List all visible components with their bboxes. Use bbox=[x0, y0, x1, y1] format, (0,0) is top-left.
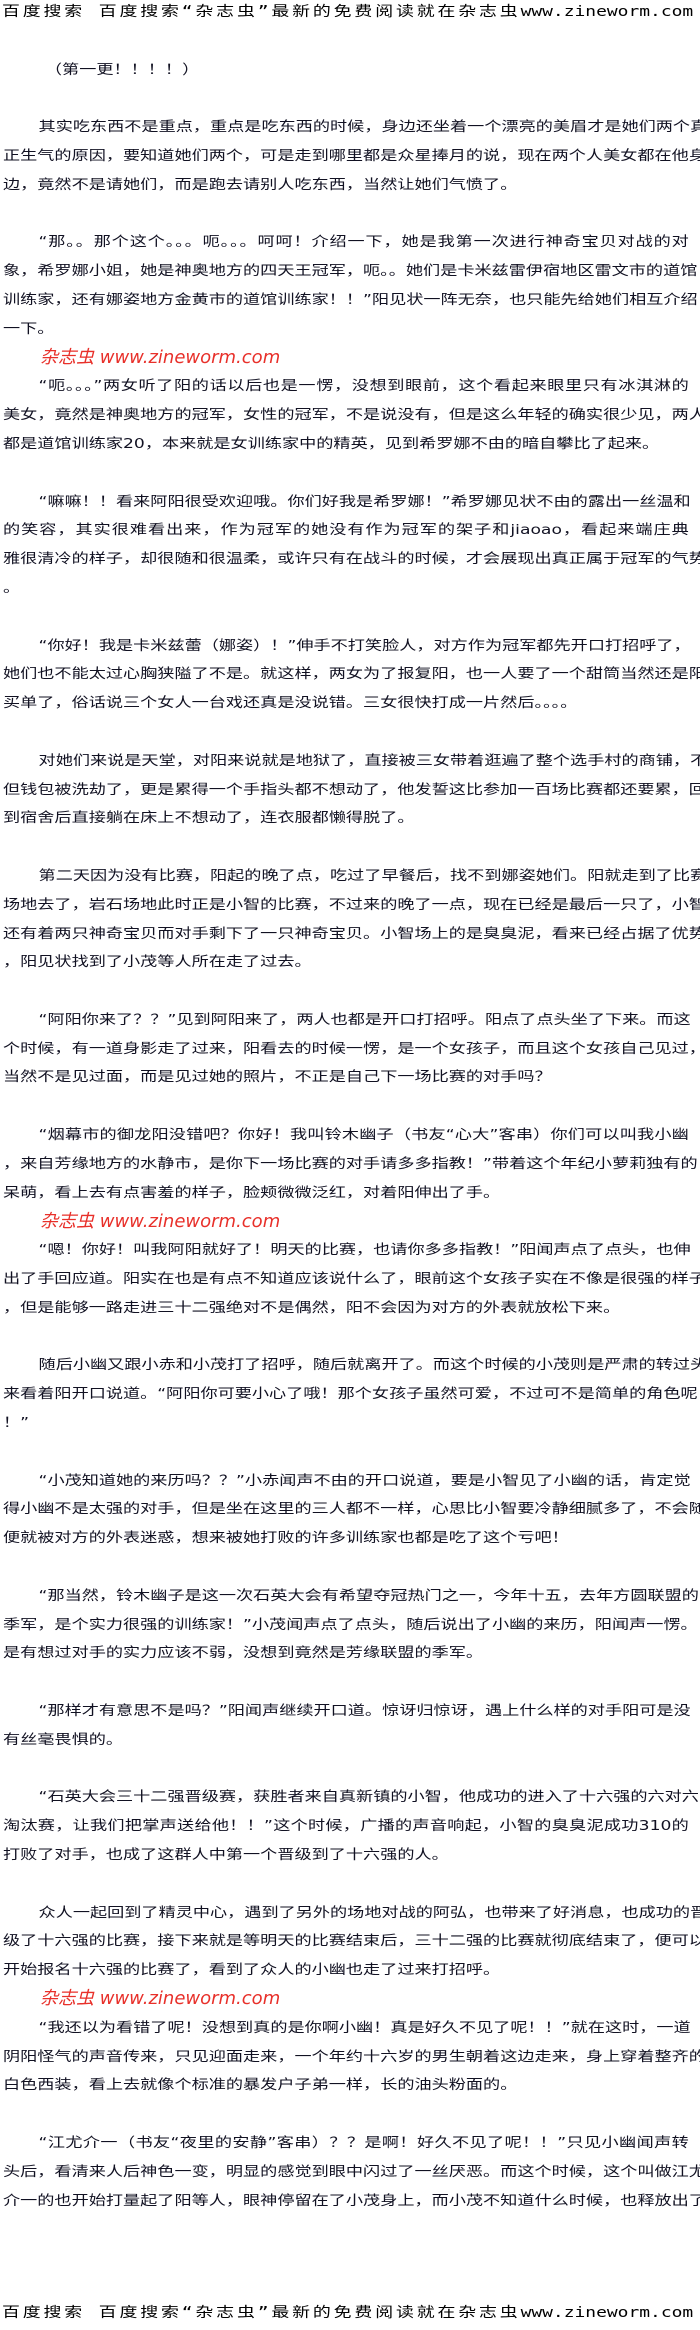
text-line: “你好！我是卡米兹蕾（娜姿）！”伸手不打笑脸人，对方作为冠军都先开口打招呼了， bbox=[38, 637, 691, 654]
text-line: 头后，看清来人后神色一变，明显的感觉到眼中闪过了一丝厌恶。而这个时候，这个叫做江… bbox=[3, 2163, 700, 2180]
text-line: “那当然，铃木幽子是这一次石英大会有希望夺冠热门之一，今年十五，去年方圆联盟的 bbox=[38, 1587, 699, 1604]
bottom-banner: 百度搜索 百度搜索“杂志虫”最新的免费阅读就在杂志虫www.zineworm.c… bbox=[2, 2305, 694, 2321]
text-line: ，但是能够一路走进三十二强绝对不是偶然，阳不会因为对方的外表就放松下来。 bbox=[3, 1299, 621, 1316]
text-line: 场地去了，岩石场地此时正是小智的比赛，不过来的晚了一点，现在已经是最后一只了，小… bbox=[3, 896, 700, 913]
paragraph: “你好！我是卡米兹蕾（娜姿）！”伸手不打笑脸人，对方作为冠军都先开口打招呼了， 她… bbox=[3, 632, 700, 718]
paragraph: “呃。。。”两女听了阳的话以后也是一愣，没想到眼前，这个看起来眼里只有冰淇淋的美… bbox=[3, 372, 700, 458]
text-line: 当然不是见过面，而是见过她的照片，不正是自己下一场比赛的对手吗？ bbox=[3, 1069, 552, 1086]
text-line: 训练家，还有娜姿地方金黄市的道馆训练家！！”阳见状一阵无奈，也只能先给她们相互介… bbox=[3, 291, 698, 308]
paragraph: “烟幕市的御龙阳没错吧？你好！我叫铃木幽子（书友“心大”客串）你们可以叫我小幽 ，… bbox=[3, 1121, 698, 1207]
paragraph: “石英大会三十二强晋级赛，获胜者来自真新镇的小智，他成功的进入了十六强的六对六淘… bbox=[3, 1783, 699, 1869]
text-line: “那。。那个这个。。。呃。。。呵呵！介绍一下，她是我第一次进行神奇宝贝对战的对 bbox=[38, 234, 689, 251]
paragraph: “嗯！你好！叫我阿阳就好了！明天的比赛，也请你多多指教！”阳闻声点了点头，也伸出… bbox=[3, 1236, 700, 1322]
text-line: “我还以为看错了呢！没想到真的是你啊小幽！真是好久不见了呢！！”就在这时，一道 bbox=[38, 2019, 691, 2036]
chapter-content: （第一更！！！！） 其实吃东西不是重点，重点是吃东西的时候，身边还坐着一个漂亮的美… bbox=[3, 56, 700, 2245]
paragraph: 众人一起回到了精灵中心，遇到了另外的场地对战的阿弘，也带来了好消息，也成功的晋级… bbox=[3, 1899, 700, 1985]
paragraph: 第二天因为没有比赛，阳起的晚了点，吃过了早餐后，找不到娜姿她们。阳就走到了比赛场… bbox=[3, 862, 700, 977]
paragraph: “阿阳你来了？？”见到阿阳来了，两人也都是开口打招呼。阳点了点头坐了下来。而这个… bbox=[3, 1006, 700, 1092]
paragraph: “我还以为看错了呢！没想到真的是你啊小幽！真是好久不见了呢！！”就在这时，一道阴… bbox=[3, 2014, 700, 2100]
text-line: 对她们来说是天堂，对阳来说就是地狱了，直接被三女带着逛遍了整个选手村的商铺，不 bbox=[38, 752, 700, 769]
text-line: 她们也不能太过心胸狭隘了不是。就这样，两女为了报复阳，也一人要了一个甜筒当然还是… bbox=[3, 666, 700, 683]
text-line: 有丝毫畏惧的。 bbox=[3, 1731, 124, 1748]
text-line: 来看着阳开口说道。“阿阳你可要小心了哦！那个女孩子虽然可爱，不过可不是简单的角色… bbox=[3, 1386, 698, 1403]
text-line: “小茂知道她的来历吗？？”小赤闻声不由的开口说道，要是小智见了小幽的话，肯定觉 bbox=[38, 1472, 691, 1489]
text-line: 淘汰赛，让我们把掌声送给他！！”这个时候，广播的声音响起，小智的臭臭泥成功310… bbox=[3, 1818, 689, 1835]
paragraph: “小茂知道她的来历吗？？”小赤闻声不由的开口说道，要是小智见了小幽的话，肯定觉得… bbox=[3, 1467, 700, 1553]
top-banner: 百度搜索 百度搜索“杂志虫”最新的免费阅读就在杂志虫www.zineworm.c… bbox=[2, 4, 694, 20]
paragraph: “嘛嘛！！看来阿阳很受欢迎哦。你们好我是希罗娜！”希罗娜见状不由的露出一丝温和的… bbox=[3, 488, 700, 603]
text-line: 买单了，俗话说三个女人一台戏还真是没说错。三女很快打成一片然后。。。。 bbox=[3, 695, 578, 712]
text-line: 众人一起回到了精灵中心，遇到了另外的场地对战的阿弘，也带来了好消息，也成功的晋 bbox=[38, 1904, 700, 1921]
text-line: 白色西装，看上去就像个标准的暴发户子弟一样，长的油头粉面的。 bbox=[3, 2077, 518, 2094]
text-line: 第二天因为没有比赛，阳起的晚了点，吃过了早餐后，找不到娜姿她们。阳就走到了比赛 bbox=[38, 867, 700, 884]
text-line: 边，竟然不是请她们，而是跑去请别人吃东西，当然让她们气愤了。 bbox=[3, 176, 518, 193]
text-line: （第一更！！！！） bbox=[44, 61, 200, 78]
text-line: 到宿舍后直接躺在床上不想动了，连衣服都懒得脱了。 bbox=[3, 810, 415, 827]
text-line: 雅很清冷的样子，却很随和很温柔，或许只有在战斗的时候，才会展现出真正属于冠军的气… bbox=[3, 551, 700, 568]
text-line: “嗯！你好！叫我阿阳就好了！明天的比赛，也请你多多指教！”阳闻声点了点头，也伸 bbox=[38, 1242, 691, 1259]
text-line: “江尤介一（书友“夜里的安静”客串）？？是啊！好久不见了呢！！”只见小幽闻声转 bbox=[38, 2134, 689, 2151]
text-line: 是有想过对手的实力应该不弱，没想到竟然是芳缘联盟的季军。 bbox=[3, 1645, 484, 1662]
paragraph: “江尤介一（书友“夜里的安静”客串）？？是啊！好久不见了呢！！”只见小幽闻声转头… bbox=[3, 2129, 700, 2215]
text-line: “阿阳你来了？？”见到阿阳来了，两人也都是开口打招呼。阳点了点头坐了下来。而这 bbox=[38, 1011, 691, 1028]
text-line: ，来自芳缘地方的水静市，是你下一场比赛的对手请多多指教！”带着这个年纪小萝莉独有… bbox=[3, 1155, 698, 1172]
chapter-note: （第一更！！！！） bbox=[3, 56, 689, 85]
text-line: 都是道馆训练家20，本来就是女训练家中的精英，见到希罗娜不由的暗自攀比了起来。 bbox=[3, 435, 660, 452]
text-line: 一下。 bbox=[3, 320, 55, 337]
text-line: 介一的也开始打量起了阳等人，眼神停留在了小茂身上，而小茂不知道什么时候，也释放出… bbox=[3, 2192, 700, 2209]
text-line: ！” bbox=[3, 1415, 30, 1432]
text-line: “石英大会三十二强晋级赛，获胜者来自真新镇的小智，他成功的进入了十六强的六对六 bbox=[38, 1789, 699, 1806]
text-line: “嘛嘛！！看来阿阳很受欢迎哦。你们好我是希罗娜！”希罗娜见状不由的露出一丝温和 bbox=[38, 493, 691, 510]
text-line: 呆萌，看上去有点害羞的样子，脸颊微微泛红，对着阳伸出了手。 bbox=[3, 1184, 501, 1201]
text-line: 个时候，有一道身影走了过来，阳看去的时候一愣，是一个女孩子，而且这个女孩自己见过… bbox=[3, 1040, 700, 1057]
text-line: 但钱包被洗劫了，更是累得一个手指头都不想动了，他发誓这比参加一百场比赛都还要累，… bbox=[3, 781, 700, 798]
text-line: 其实吃东西不是重点，重点是吃东西的时候，身边还坐着一个漂亮的美眉才是她们两个真 bbox=[38, 119, 700, 136]
text-line: 得小幽不是太强的对手，但是坐在这里的三人都不一样，心思比小智要冷静细腻多了，不会… bbox=[3, 1501, 700, 1518]
text-line: 级了十六强的比赛，接下来就是等明天的比赛结束后，三十二强的比赛就彻底结束了，便可… bbox=[3, 1933, 700, 1950]
text-line: 象，希罗娜小姐，她是神奥地方的四天王冠军，呃。。她们是卡米兹雷伊宿地区雷文市的道… bbox=[3, 263, 698, 280]
paragraph: 对她们来说是天堂，对阳来说就是地狱了，直接被三女带着逛遍了整个选手村的商铺，不但… bbox=[3, 747, 700, 833]
text-line: 随后小幽又跟小赤和小茂打了招呼，随后就离开了。而这个时候的小茂则是严肃的转过头 bbox=[38, 1357, 700, 1374]
paragraph: 其实吃东西不是重点，重点是吃东西的时候，身边还坐着一个漂亮的美眉才是她们两个真正… bbox=[3, 113, 700, 199]
text-line: 还有着两只神奇宝贝而对手剩下了一只神奇宝贝。小智场上的是臭臭泥，看来已经占据了优… bbox=[3, 925, 700, 942]
paragraph: “那当然，铃木幽子是这一次石英大会有希望夺冠热门之一，今年十五，去年方圆联盟的季… bbox=[3, 1582, 699, 1668]
text-line: “那样才有意思不是吗？”阳闻声继续开口道。惊讶归惊讶，遇上什么样的对手阳可是没 bbox=[38, 1703, 691, 1720]
text-line: “呃。。。”两女听了阳的话以后也是一愣，没想到眼前，这个看起来眼里只有冰淇淋的 bbox=[38, 378, 689, 395]
text-line: 美女，竟然是神奥地方的冠军，女性的冠军，不是说没有，但是这么年轻的确实很少见，两… bbox=[3, 407, 700, 424]
paragraph: “那样才有意思不是吗？”阳闻声继续开口道。惊讶归惊讶，遇上什么样的对手阳可是没有… bbox=[3, 1697, 691, 1755]
text-line: 。 bbox=[3, 579, 21, 596]
text-line: 便就被对方的外表迷惑，想来被她打败的许多训练家也都是吃了这个亏吧！ bbox=[3, 1530, 569, 1547]
text-line: ，阳见状找到了小茂等人所在走了过去。 bbox=[3, 954, 312, 971]
text-line: 出了手回应道。阳实在也是有点不知道应该说什么了，眼前这个女孩子实在不像是很强的样… bbox=[3, 1271, 700, 1288]
paragraph: “那。。那个这个。。。呃。。。呵呵！介绍一下，她是我第一次进行神奇宝贝对战的对象… bbox=[3, 228, 698, 343]
text-line: “烟幕市的御龙阳没错吧？你好！我叫铃木幽子（书友“心大”客串）你们可以叫我小幽 bbox=[38, 1127, 689, 1144]
text-line: 季军，是个实力很强的训练家！”小茂闻声点了点头，随后说出了小幽的来历，阳闻声一愣… bbox=[3, 1616, 698, 1633]
text-line: 打败了对手，也成了这群人中第一个晋级到了十六强的人。 bbox=[3, 1847, 449, 1863]
text-line: 开始报名十六强的比赛了，看到了众人的小幽也走了过来打招呼。 bbox=[3, 1962, 501, 1979]
text-line: 的笑容，其实很难看出来，作为冠军的她没有作为冠军的架子和jiaoao，看起来端庄… bbox=[3, 522, 689, 539]
paragraph: 随后小幽又跟小赤和小茂打了招呼，随后就离开了。而这个时候的小茂则是严肃的转过头来… bbox=[3, 1351, 700, 1437]
text-line: 正生气的原因，要知道她们两个，可是走到哪里都是众星捧月的说，现在两个人美女都在他… bbox=[3, 147, 700, 164]
text-line: 阴阳怪气的声音传来，只见迎面走来，一个年约十六岁的男生朝着这边走来，身上穿着整齐… bbox=[3, 2048, 700, 2065]
